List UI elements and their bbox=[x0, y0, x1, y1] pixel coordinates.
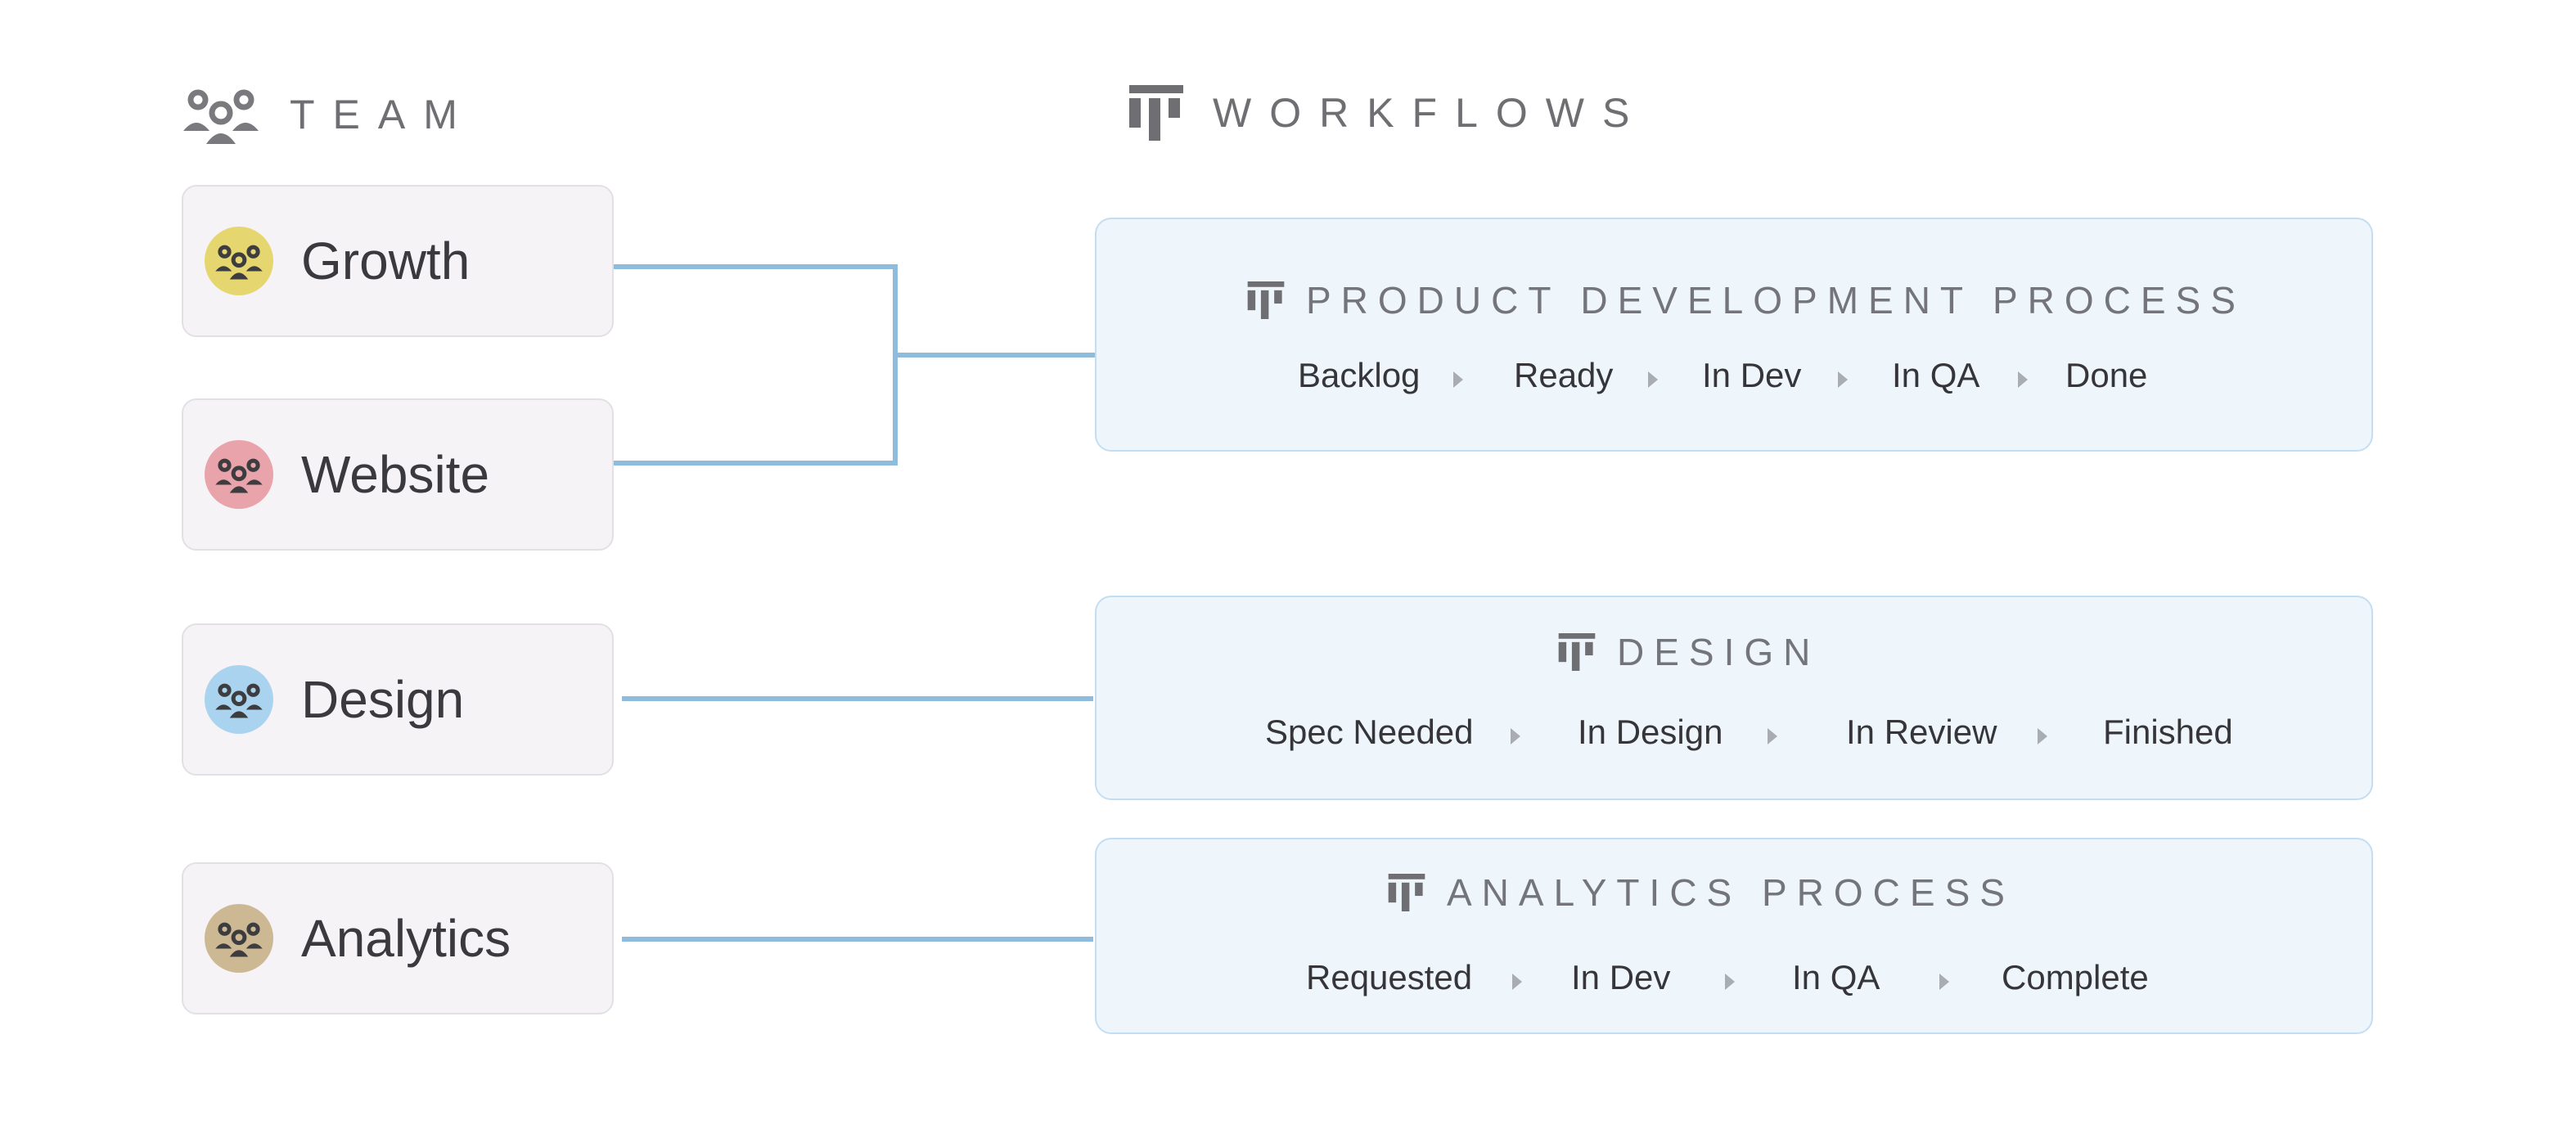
workflow-stage: Complete bbox=[2002, 958, 2149, 996]
team-title: TEAM bbox=[290, 92, 475, 137]
workflow-stage: Spec Needed bbox=[1265, 713, 1474, 751]
workflow-title-text: PRODUCT DEVELOPMENT PROCESS bbox=[1306, 279, 2245, 322]
team-icon bbox=[215, 458, 263, 493]
workflow-product-development[interactable]: PRODUCT DEVELOPMENT PROCESS Backlog Read… bbox=[1095, 218, 2373, 452]
team-icon bbox=[215, 683, 263, 718]
stage-arrow-icon bbox=[1512, 974, 1522, 990]
team-avatar bbox=[205, 227, 273, 295]
workflow-design[interactable]: DESIGN Spec Needed In Design In Review F… bbox=[1095, 596, 2373, 800]
connector-growth bbox=[614, 264, 898, 466]
team-card-growth[interactable]: Growth bbox=[182, 185, 614, 337]
team-card-website[interactable]: Website bbox=[182, 398, 614, 551]
workflow-title: ANALYTICS PROCESS bbox=[1388, 874, 2015, 911]
workflow-title-text: DESIGN bbox=[1617, 631, 1821, 673]
team-card-analytics[interactable]: Analytics bbox=[182, 862, 614, 1014]
workflow-icon bbox=[1388, 874, 1425, 911]
team-avatar bbox=[205, 440, 273, 509]
workflow-stage: Ready bbox=[1514, 356, 1614, 394]
team-avatar bbox=[205, 665, 273, 734]
team-name: Growth bbox=[301, 232, 471, 290]
workflow-stage: Finished bbox=[2103, 713, 2233, 751]
workflow-stage: In Dev bbox=[1571, 958, 1671, 996]
team-icon bbox=[183, 89, 259, 144]
workflow-icon bbox=[1558, 633, 1596, 671]
stage-arrow-icon bbox=[1768, 728, 1777, 744]
team-name: Website bbox=[301, 445, 490, 504]
workflow-title: DESIGN bbox=[1558, 633, 1820, 671]
workflow-icon bbox=[1129, 85, 1183, 141]
workflow-title: PRODUCT DEVELOPMENT PROCESS bbox=[1247, 281, 2245, 319]
stage-arrow-icon bbox=[1725, 974, 1735, 990]
workflows-title: WORKFLOWS bbox=[1213, 90, 1648, 136]
workflow-stage: In Design bbox=[1578, 713, 1723, 751]
workflow-stage: Done bbox=[2065, 356, 2148, 394]
team-name: Design bbox=[301, 670, 465, 729]
workflow-stage: In Review bbox=[1846, 713, 1997, 751]
stage-arrow-icon bbox=[2038, 728, 2047, 744]
stage-arrow-icon bbox=[1648, 371, 1658, 388]
stage-arrow-icon bbox=[2018, 371, 2028, 388]
team-avatar bbox=[205, 904, 273, 973]
team-card-design[interactable]: Design bbox=[182, 623, 614, 776]
workflow-stage: Requested bbox=[1306, 958, 1473, 996]
stage-arrow-icon bbox=[1453, 371, 1463, 388]
team-icon bbox=[215, 245, 263, 280]
workflow-stage: In QA bbox=[1892, 356, 1980, 394]
team-icon bbox=[215, 922, 263, 957]
workflow-stage: In QA bbox=[1792, 958, 1880, 996]
workflow-stage: In Dev bbox=[1702, 356, 1802, 394]
stage-arrow-icon bbox=[1838, 371, 1848, 388]
workflow-icon bbox=[1247, 281, 1285, 319]
team-header: TEAM bbox=[182, 85, 475, 144]
workflow-analytics[interactable]: ANALYTICS PROCESS Requested In Dev In QA… bbox=[1095, 838, 2373, 1034]
stage-arrow-icon bbox=[1511, 728, 1520, 744]
stage-arrow-icon bbox=[1939, 974, 1949, 990]
team-name: Analytics bbox=[301, 909, 511, 968]
workflow-stage: Backlog bbox=[1298, 356, 1421, 394]
workflows-header: WORKFLOWS bbox=[1129, 85, 1647, 141]
workflow-title-text: ANALYTICS PROCESS bbox=[1447, 871, 2015, 914]
